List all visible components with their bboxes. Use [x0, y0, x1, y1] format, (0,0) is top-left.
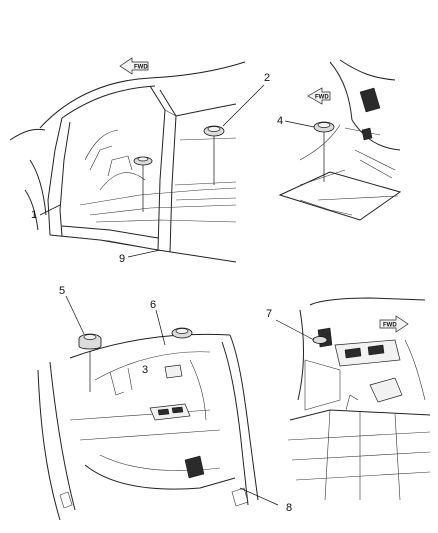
panel-cargo — [37, 295, 279, 521]
fwd-arrow-mid: FWD — [307, 87, 331, 105]
fwd-label-right: FWD — [383, 323, 397, 329]
callout-9: 9 — [119, 253, 125, 265]
fwd-label-mid: FWD — [315, 95, 329, 101]
callout-2: 2 — [264, 72, 270, 84]
panel-rear-quarter: FWD — [278, 59, 402, 221]
fwd-label-top: FWD — [134, 65, 148, 71]
callout-8: 8 — [286, 502, 292, 514]
callout-4: 4 — [277, 115, 283, 127]
callout-6: 6 — [150, 299, 156, 311]
panel-rear-floor: FWD — [275, 297, 431, 501]
plug-7 — [312, 336, 328, 344]
callout-7: 7 — [266, 308, 272, 320]
fwd-arrow-right: FWD — [379, 315, 409, 333]
callout-3: 3 — [142, 364, 148, 376]
callout-5: 5 — [59, 285, 65, 297]
callout-1: 1 — [31, 209, 37, 221]
panel-front-floor: FWD — [9, 57, 265, 263]
fwd-arrow-top: FWD — [119, 57, 149, 75]
